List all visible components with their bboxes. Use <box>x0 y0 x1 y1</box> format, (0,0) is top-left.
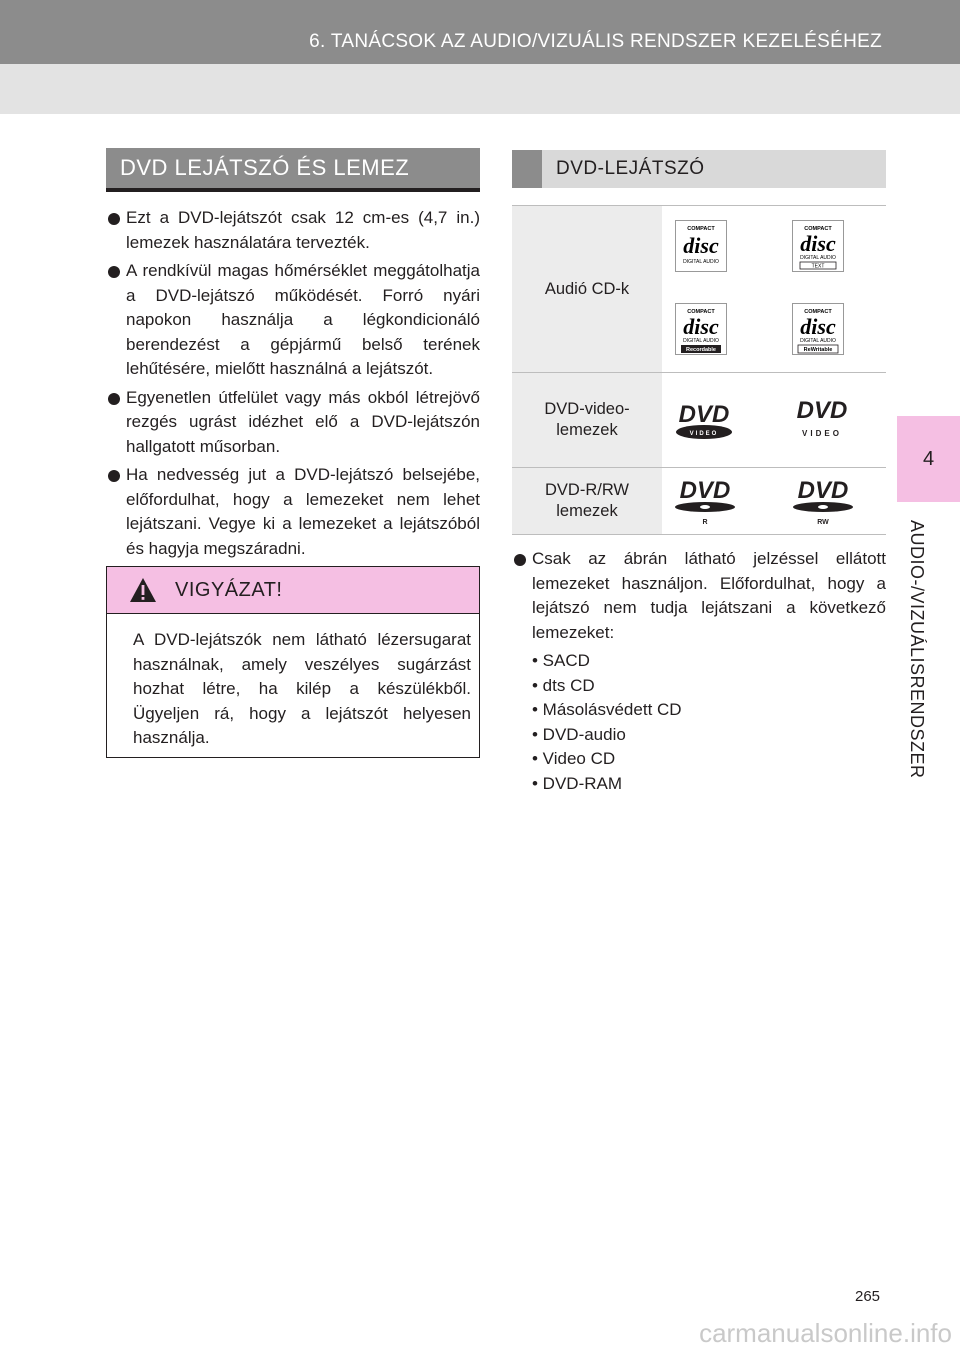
compact-disc-recordable-logo: COMPACT disc DIGITAL AUDIO Recordable <box>675 303 727 355</box>
page-header-title: 6. TANÁCSOK AZ AUDIO/VIZUÁLIS RENDSZER K… <box>309 31 882 52</box>
list-item: A rendkívül magas hőmérséklet meggátolha… <box>106 259 480 382</box>
table-row: Audió CD-k COMPACT disc DIGITAL AUDIO CO… <box>512 206 886 373</box>
logo-video-text: VIDEO <box>802 429 842 438</box>
warning-triangle-icon <box>130 578 156 602</box>
row-label-dvd-video: DVD-video-lemezek <box>512 373 662 467</box>
table-row: DVD-video-lemezek DVD VIDEO DVD VIDEO <box>512 373 886 468</box>
list-item: • DVD-RAM <box>532 773 623 793</box>
left-bullet-list: Ezt a DVD-lejátszót csak 12 cm-es (4,7 i… <box>106 206 480 565</box>
logo-dvd-text: DVD <box>679 401 730 428</box>
row-label-text: DVD-R/RW lemezek <box>544 481 630 520</box>
logo-disc-text: disc <box>800 231 836 256</box>
logo-digital-audio-text: DIGITAL AUDIO <box>683 259 719 265</box>
compact-disc-rewritable-logo: COMPACT disc DIGITAL AUDIO ReWritable <box>792 303 844 355</box>
section-title-dvd-player-and-disc: DVD LEJÁTSZÓ ÉS LEMEZ <box>106 148 480 192</box>
logo-dvd-text: DVD <box>680 477 731 504</box>
section-title-text: DVD-LEJÁTSZÓ <box>556 158 705 179</box>
logo-r-text: R <box>702 519 707 526</box>
logo-recordable-text: Recordable <box>686 347 716 353</box>
logo-compact-text: COMPACT <box>687 226 715 232</box>
list-item: • DVD-audio <box>532 724 626 744</box>
watermark: carmanualsonline.info <box>699 1318 952 1348</box>
logo-digital-audio-text: DIGITAL AUDIO <box>800 255 836 261</box>
right-bullet-list: Csak az ábrán látható jelzéssel ellátott… <box>512 547 886 796</box>
chapter-tab[interactable]: 4 <box>897 416 960 502</box>
logo-rw-text: RW <box>817 519 829 526</box>
compact-disc-digital-audio-text-logo: COMPACT disc DIGITAL AUDIO TEXT <box>792 220 844 272</box>
logo-rewritable-text: ReWritable <box>804 347 833 353</box>
logo-video-text: VIDEO <box>690 431 719 437</box>
logo-dvd-text: DVD <box>797 397 848 424</box>
list-item: • Másolásvédett CD <box>532 700 682 719</box>
chapter-number: 4 <box>922 447 935 470</box>
list-item: • Video CD <box>532 749 616 768</box>
list-item: Csak az ábrán látható jelzéssel ellátott… <box>512 547 886 645</box>
dvd-video-logo: DVD VIDEO <box>790 388 854 450</box>
caution-header: VIGYÁZAT! <box>107 567 479 614</box>
list-item: Egyenetlen útfelület vagy más okból létr… <box>106 386 480 460</box>
list-item: • SACD <box>532 651 590 670</box>
section-title-dvd-player: DVD-LEJÁTSZÓ <box>512 150 886 188</box>
row-label-audio-cd: Audió CD-k <box>512 206 662 372</box>
unsupported-disc-list: • SACD • dts CD • Másolásvédett CD • DVD… <box>532 649 886 796</box>
dvd-r-logo: DVD R <box>675 477 735 526</box>
logo-disc-text: disc <box>683 314 719 339</box>
table-row: DVD-R/RW lemezek DVD R DVD RW <box>512 468 886 534</box>
chapter-label: AUDIO-/VIZUÁLISRENDSZER <box>907 520 927 779</box>
logo-digital-audio-text: DIGITAL AUDIO <box>800 338 836 344</box>
logo-cell: DVD R DVD RW <box>662 468 886 534</box>
logo-text-label: TEXT <box>812 264 825 270</box>
caution-title: VIGYÁZAT! <box>175 578 283 601</box>
logo-cell: COMPACT disc DIGITAL AUDIO COMPACT disc … <box>662 206 886 372</box>
dvd-video-logo: DVD VIDEO <box>672 388 736 450</box>
logo-compact-text: COMPACT <box>804 309 832 315</box>
page-number: 265 <box>855 1288 881 1305</box>
logo-dvd-text: DVD <box>798 477 849 504</box>
list-item: • dts CD <box>532 675 595 695</box>
supported-media-table: Audió CD-k COMPACT disc DIGITAL AUDIO CO… <box>512 205 886 535</box>
logo-compact-text: COMPACT <box>687 309 715 315</box>
logo-digital-audio-text: DIGITAL AUDIO <box>683 338 719 344</box>
list-item: Ezt a DVD-lejátszót csak 12 cm-es (4,7 i… <box>106 206 480 255</box>
header-bar <box>0 0 960 64</box>
logo-disc-text: disc <box>683 233 719 258</box>
caution-text: A DVD-lejátszók nem látható lézersugarat… <box>133 630 471 747</box>
dvd-rw-logo: DVD RW <box>793 477 853 526</box>
section-marker <box>512 150 542 188</box>
header-band <box>0 64 960 114</box>
logo-cell: DVD VIDEO DVD VIDEO <box>662 373 886 467</box>
row-label-text: DVD-video-lemezek <box>544 400 630 439</box>
caution-box: VIGYÁZAT! A DVD-lejátszók nem látható lé… <box>106 566 480 758</box>
logo-compact-text: COMPACT <box>804 226 832 232</box>
logo-disc-text: disc <box>800 314 836 339</box>
row-label-dvd-r-rw: DVD-R/RW lemezek <box>512 468 662 534</box>
compact-disc-digital-audio-logo: COMPACT disc DIGITAL AUDIO <box>675 220 727 272</box>
list-item: Ha nedvesség jut a DVD-lejátszó belsejéb… <box>106 463 480 561</box>
